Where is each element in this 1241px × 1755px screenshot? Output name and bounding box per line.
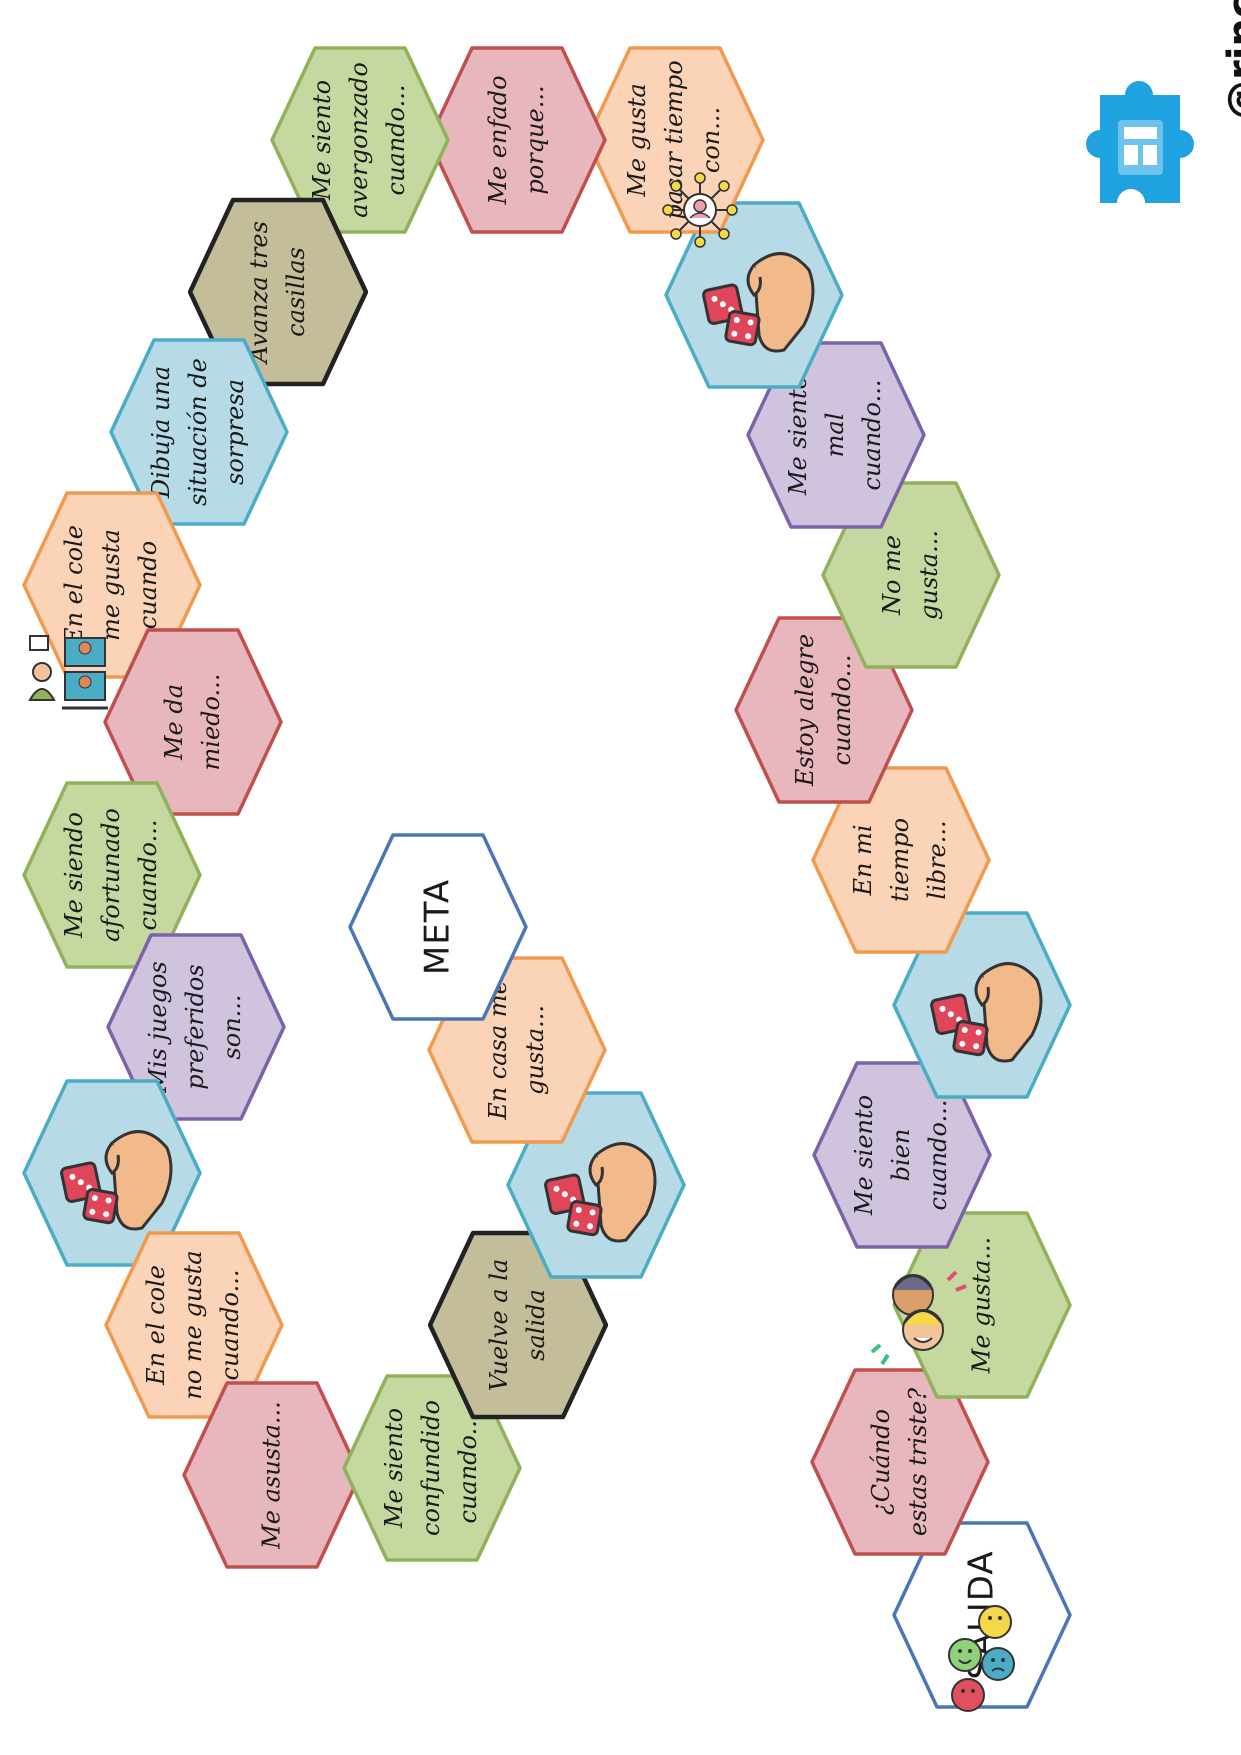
board-cell[interactable]: No me gusta... [821, 480, 1001, 670]
hexagon-shape [746, 341, 926, 529]
emotions-faces-icon [948, 1605, 1015, 1712]
dice-cell[interactable] [22, 1078, 202, 1268]
dice-hand-icon [60, 1130, 173, 1231]
dice-hand-icon [702, 252, 815, 353]
board-cell[interactable]: Me gusta... [892, 1210, 1072, 1400]
cell-label: Me enfado porque... [483, 75, 549, 205]
hexagon-shape [821, 481, 1001, 669]
board-cell[interactable]: Me siento mal cuando... [746, 340, 926, 530]
hexagon-shape [270, 46, 450, 234]
friends-network-icon [662, 172, 738, 248]
board-cell[interactable]: Me asusta... [182, 1380, 362, 1570]
board-cell[interactable]: Avanza tres casillas [188, 197, 368, 387]
author-handle: @rincon_tea [1220, 0, 1241, 120]
meta-cell[interactable]: META [348, 832, 528, 1022]
hexagon-shape [811, 766, 991, 954]
board-cell[interactable]: Dibuja una situación de sorpresa [109, 337, 289, 527]
hexagon-shape [188, 197, 368, 387]
classroom-teacher-icon [28, 635, 108, 710]
cell-label: ¿Cuándo estas triste? [866, 1387, 932, 1537]
dice-hand-icon [544, 1142, 657, 1243]
dice-cell[interactable] [664, 200, 844, 390]
dice-cell[interactable] [892, 910, 1072, 1100]
board-cell[interactable]: Me siento avergonzado cuando... [270, 45, 450, 235]
happy-kids-icon [870, 1270, 967, 1366]
board-cell[interactable]: Me enfado porque... [427, 45, 607, 235]
hexagon-shape [106, 933, 286, 1121]
board-cell[interactable]: Me da miedo... [103, 627, 283, 817]
hexagon-shape [109, 338, 289, 526]
cell-label: META [417, 878, 458, 976]
cell-label: Me asusta... [257, 1401, 286, 1549]
hexagon-shape [103, 628, 283, 816]
dice-hand-icon [930, 962, 1043, 1063]
hexagon-shape [348, 833, 528, 1021]
hexagon-shape [892, 1211, 1072, 1399]
puzzle-piece-logo [1086, 81, 1194, 203]
board-cell[interactable]: En mi tiempo libre... [811, 765, 991, 955]
hexagon-shape [182, 1381, 362, 1569]
board-cell[interactable]: Mis juegos preferidos son... [106, 932, 286, 1122]
dice-cell[interactable] [506, 1090, 686, 1280]
